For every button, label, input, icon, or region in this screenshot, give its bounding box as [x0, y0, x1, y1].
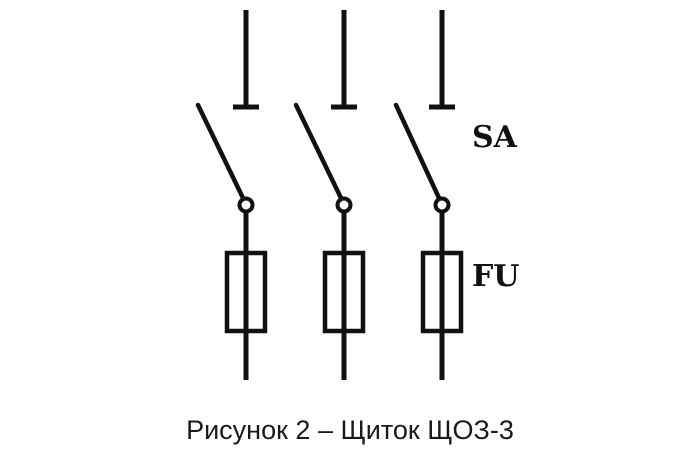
- pole-1-switch-blade: [195, 102, 246, 201]
- switch-label: SA: [472, 120, 518, 155]
- pole-1: [195, 10, 268, 380]
- pole-2-pivot: [335, 196, 353, 214]
- pole-3: [393, 10, 464, 380]
- figure-caption: Рисунок 2 – Щиток ЩОЗ-3: [186, 415, 514, 445]
- pole-3-pivot: [433, 196, 451, 214]
- pole-2-switch-blade: [293, 102, 344, 201]
- fuse-label: FU: [472, 259, 519, 294]
- pole-3-switch-blade: [393, 102, 442, 201]
- pole-2: [293, 10, 366, 380]
- pole-1-pivot: [237, 196, 255, 214]
